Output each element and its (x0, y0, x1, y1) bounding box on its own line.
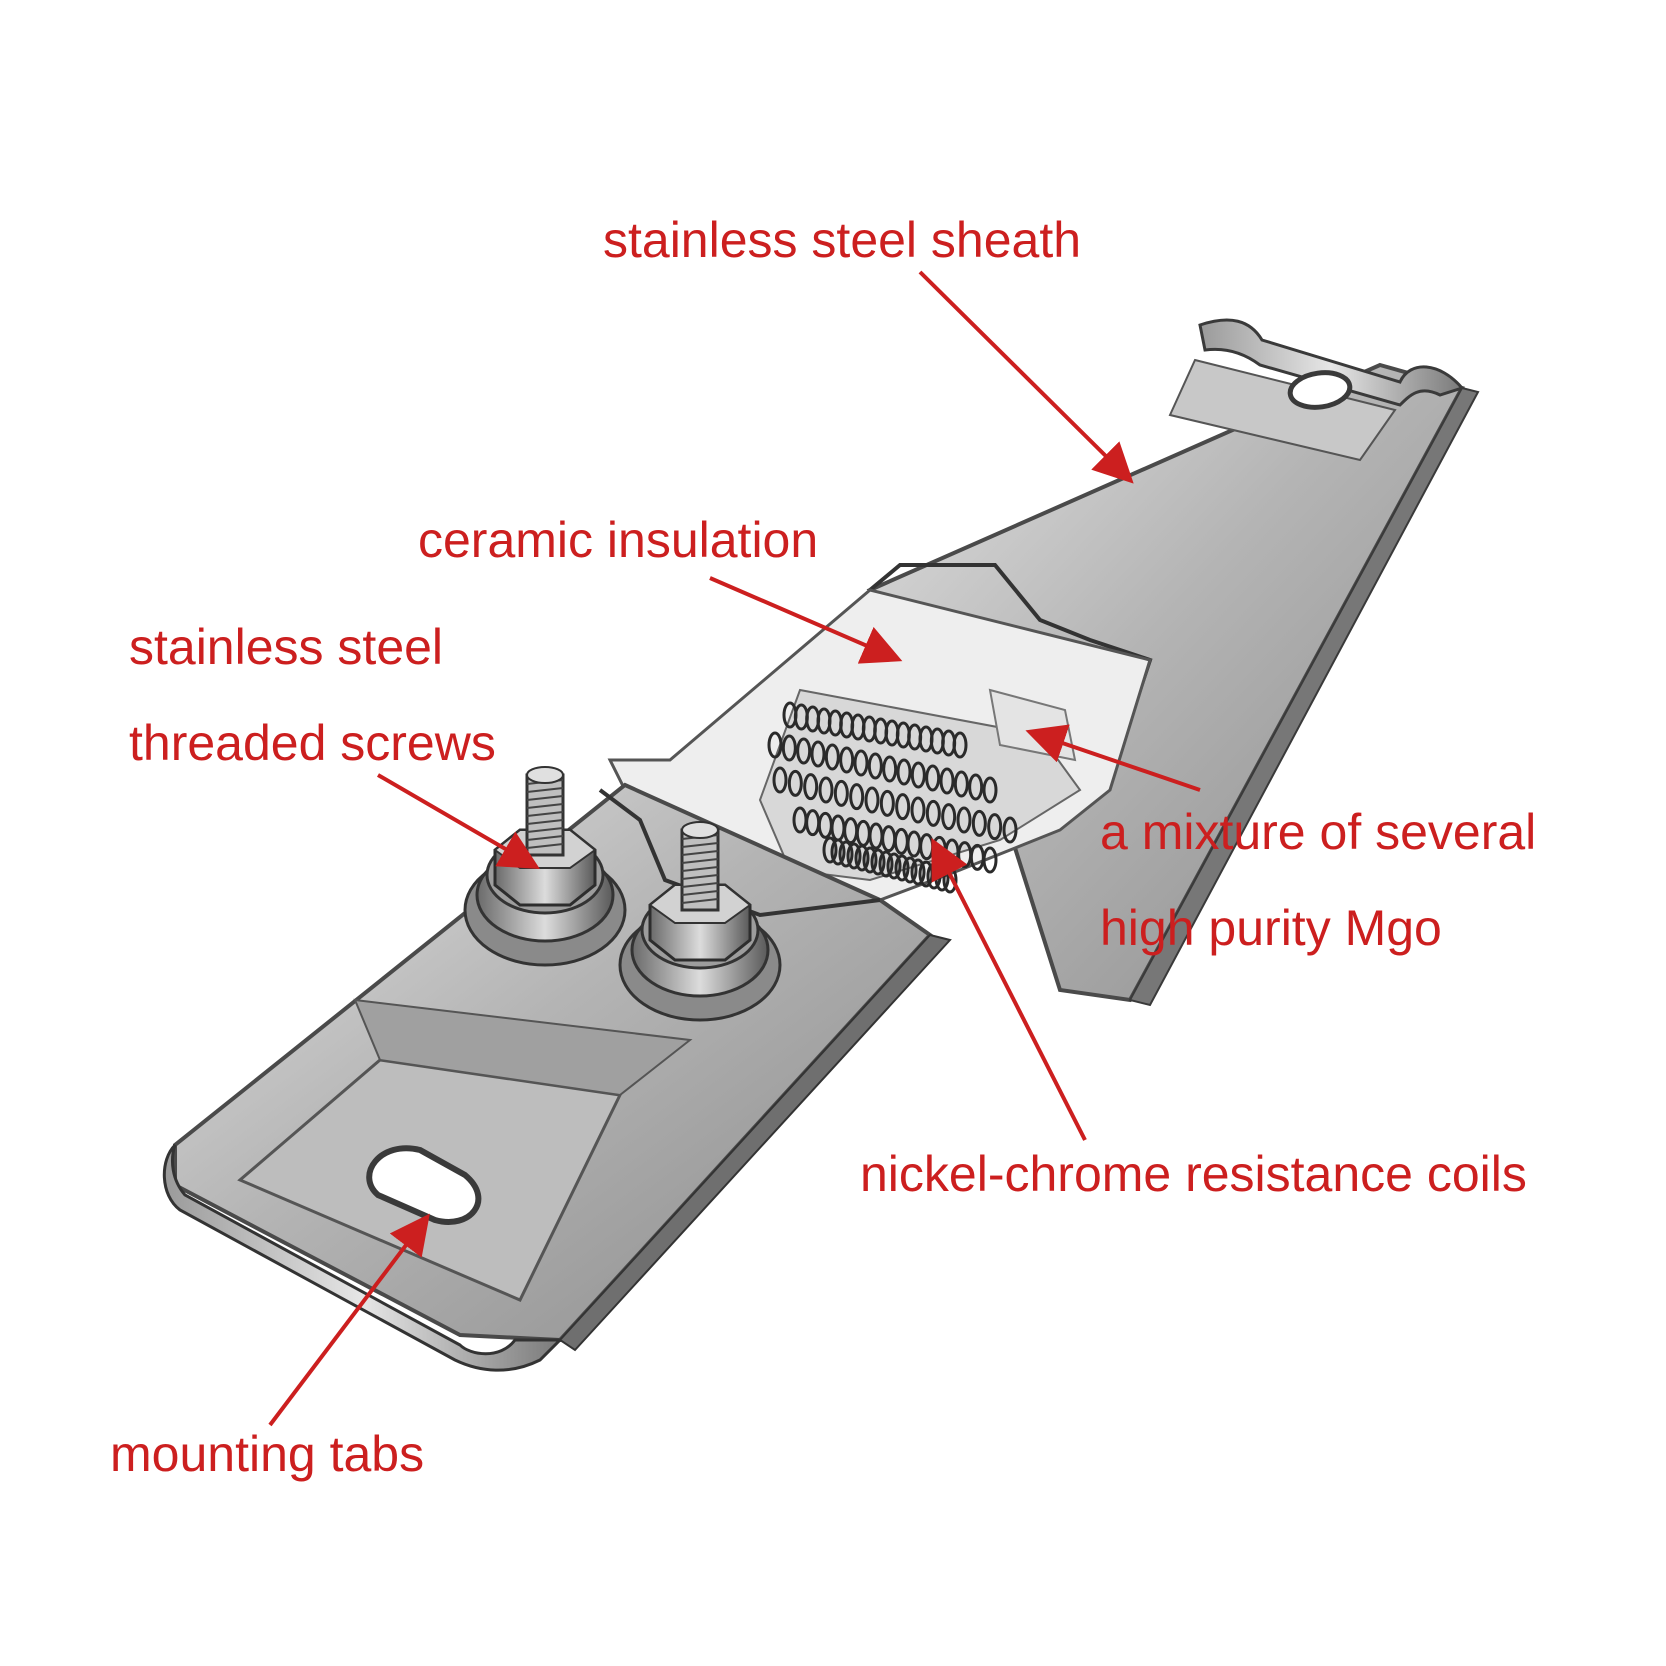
screw-thread (526, 827, 564, 833)
coil-icon (987, 813, 1003, 841)
arrow-screws (376, 773, 540, 870)
coil-icon (982, 846, 998, 874)
mounting-hole-icon (1287, 370, 1353, 410)
label-mgo-line2: high purity Mgo (1100, 900, 1442, 956)
coil-icon (862, 846, 878, 874)
label-mgo-line1: a mixture of several (1100, 804, 1537, 860)
coil-icon (867, 752, 883, 780)
label-screws-line2: threaded screws (129, 715, 496, 771)
arrow-sheath (918, 270, 1134, 484)
coil-icon (895, 793, 911, 821)
coil-icon (870, 848, 886, 876)
coil-icon (886, 852, 902, 880)
screw-thread (526, 787, 564, 793)
coil-icon (854, 844, 870, 872)
arrow-ceramic (709, 576, 903, 664)
coil-icon (849, 783, 865, 811)
coil-icon (879, 789, 895, 817)
label-ceramic-insulation: ceramic insulation (418, 512, 819, 568)
coil-icon (956, 806, 972, 834)
coil-icon (939, 767, 955, 795)
screw-thread (681, 882, 719, 888)
coil-icon (864, 786, 880, 814)
screw-thread (681, 858, 719, 864)
arrow-tabs (268, 1213, 430, 1427)
coil-icon (952, 731, 968, 759)
coil-icon (767, 731, 783, 759)
arrow-coils (931, 837, 1087, 1141)
coil-icon (772, 766, 788, 794)
screw-thread (526, 803, 564, 809)
coil-icon (941, 803, 957, 831)
screw-thread (681, 898, 719, 904)
coil-icon (803, 773, 819, 801)
coil-icon (810, 740, 826, 768)
terminal-left (463, 766, 627, 967)
coil-icon (894, 854, 910, 882)
screw-thread (526, 811, 564, 817)
screw-thread (681, 866, 719, 872)
coil-icon (1002, 816, 1018, 844)
coil-icon (824, 743, 840, 771)
coil-icon (818, 776, 834, 804)
coil-icon (971, 809, 987, 837)
coil-icon (910, 796, 926, 824)
coil-icon (846, 842, 862, 870)
terminal-right (618, 821, 782, 1022)
mounting-slot-icon (366, 1145, 482, 1225)
label-mounting-tabs: mounting tabs (110, 1426, 425, 1482)
arrow-mgo (1025, 724, 1201, 792)
coil-icon (968, 773, 984, 801)
coil-icon (925, 764, 941, 792)
coil-icon (781, 734, 797, 762)
coil-icon (796, 737, 812, 765)
screw-thread (681, 874, 719, 880)
coil-icon (953, 770, 969, 798)
coil-icon (910, 761, 926, 789)
coil-icon (878, 850, 894, 878)
coil-icon (853, 749, 869, 777)
label-nickel-chrome-coils: nickel-chrome resistance coils (860, 1146, 1527, 1202)
screw-thread (526, 819, 564, 825)
coil-icon (982, 776, 998, 804)
label-stainless-steel-sheath: stainless steel sheath (603, 212, 1082, 268)
screw-thread (681, 850, 719, 856)
screw-thread (681, 842, 719, 848)
coil-icon (822, 836, 838, 864)
coil-icon (838, 840, 854, 868)
screw-thread (526, 795, 564, 801)
coil-icon (833, 779, 849, 807)
coil-icon (882, 755, 898, 783)
coil-icon (896, 758, 912, 786)
coil-icon (839, 746, 855, 774)
coil-icon (925, 799, 941, 827)
annotation-arrows (268, 270, 1201, 1427)
coil-icon (830, 838, 846, 866)
coil-icon (787, 769, 803, 797)
label-screws-line1: stainless steel (129, 619, 444, 675)
coil-icon (910, 858, 926, 886)
screw-thread (681, 890, 719, 896)
coil-icon (902, 856, 918, 884)
